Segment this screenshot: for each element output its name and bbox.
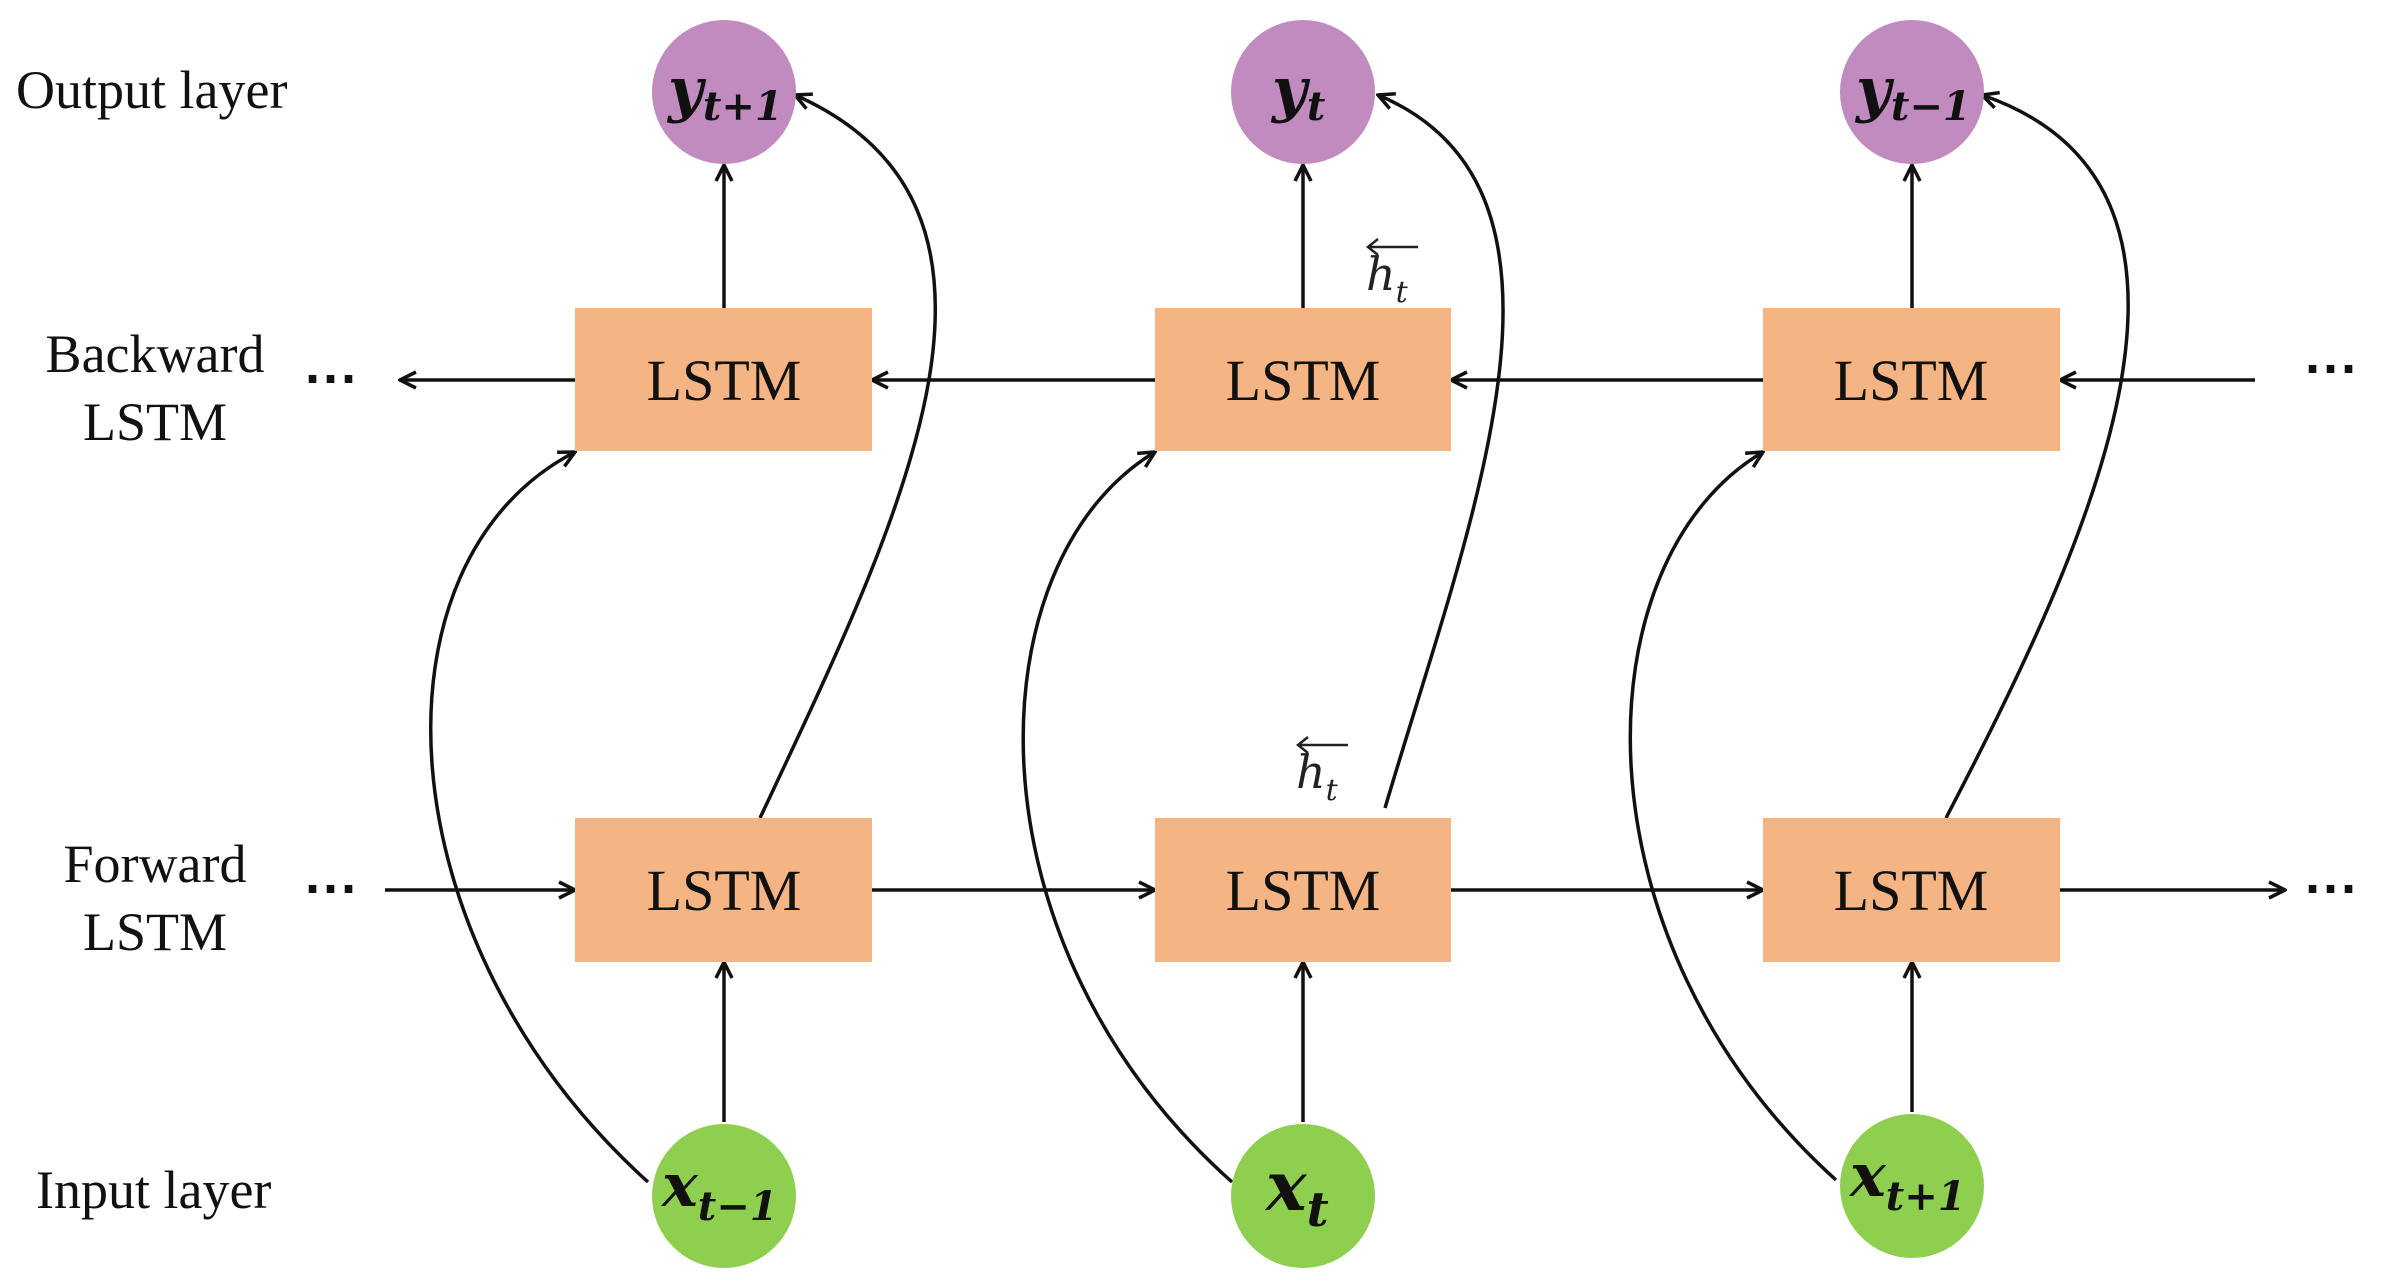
output-node-subscript: t+1 (703, 83, 783, 130)
svg-text:xt−1: xt−1 (660, 1151, 778, 1230)
input-node-1: xt−1 (652, 1124, 796, 1268)
lstm-box-label: LSTM (1226, 348, 1381, 413)
backward-lstm-cell-2: LSTM (1155, 308, 1451, 451)
output-layer-label: Output layer (16, 60, 287, 120)
lstm-box-label: LSTM (1834, 348, 1989, 413)
input-node-symbol: x (660, 1151, 699, 1221)
input-node-subscript: t (1307, 1182, 1329, 1238)
svg-text:ht: ht (1296, 745, 1339, 808)
svg-text:ht: ht (1366, 247, 1409, 310)
output-node-symbol: y (1270, 55, 1311, 125)
input-layer-label: Input layer (36, 1160, 271, 1220)
forward-left-ellipsis: ··· (305, 859, 359, 919)
forward-lstm-cell-3: LSTM (1763, 818, 2060, 962)
input-node-symbol: x (1848, 1141, 1887, 1211)
backward-lstm-label-line1: Backward (46, 324, 265, 384)
input-node-subscript: t−1 (698, 1183, 778, 1230)
forward-lstm-cell-2: LSTM (1155, 818, 1451, 962)
hidden-state-subscript: t (1326, 773, 1339, 808)
svg-text:yt: yt (1270, 55, 1326, 130)
forward-2-to-output-curve (1378, 95, 1505, 809)
output-node-3: yt−1 (1840, 20, 1984, 164)
hidden-state-label-forward: ht (1295, 736, 1348, 808)
forward-right-ellipsis: ··· (2305, 859, 2359, 919)
svg-text:xt: xt (1264, 1147, 1329, 1238)
lstm-box-label: LSTM (1834, 858, 1989, 923)
hidden-state-label-backward: ht (1365, 238, 1418, 310)
svg-text:xt+1: xt+1 (1848, 1141, 1966, 1220)
input-node-symbol: x (1264, 1147, 1308, 1227)
svg-text:yt−1: yt−1 (1854, 55, 1971, 130)
hidden-state-subscript: t (1396, 275, 1409, 310)
forward-lstm-cell-1: LSTM (575, 818, 872, 962)
output-node-subscript: t−1 (1891, 83, 1971, 130)
svg-text:yt+1: yt+1 (666, 55, 783, 130)
output-node-subscript: t (1307, 83, 1326, 130)
forward-lstm-label-line2: LSTM (83, 902, 227, 962)
backward-lstm-label-line2: LSTM (83, 392, 227, 452)
forward-1-to-output-curve (758, 95, 938, 819)
input-3-to-backward-curve (1628, 452, 1838, 1182)
forward-3-to-output-curve (1944, 95, 2130, 819)
backward-left-ellipsis: ··· (305, 349, 359, 409)
backward-lstm-cell-3: LSTM (1763, 308, 2060, 451)
hidden-state-symbol: h (1296, 745, 1326, 799)
lstm-box-label: LSTM (647, 858, 802, 923)
output-node-2: yt (1231, 20, 1375, 164)
forward-lstm-label-line1: Forward (64, 834, 247, 894)
input-node-2: xt (1231, 1124, 1375, 1268)
input-1-to-backward-curve (429, 452, 650, 1184)
backward-lstm-cell-1: LSTM (575, 308, 872, 451)
backward-right-ellipsis: ··· (2305, 339, 2359, 399)
output-node-symbol: y (1854, 55, 1895, 125)
input-2-to-backward-curve (1021, 452, 1234, 1184)
hidden-state-symbol: h (1366, 247, 1396, 301)
input-node-3: xt+1 (1840, 1114, 1984, 1258)
output-node-1: yt+1 (652, 20, 796, 164)
input-node-subscript: t+1 (1886, 1173, 1966, 1220)
output-node-symbol: y (666, 55, 707, 125)
lstm-box-label: LSTM (1226, 858, 1381, 923)
lstm-box-label: LSTM (647, 348, 802, 413)
